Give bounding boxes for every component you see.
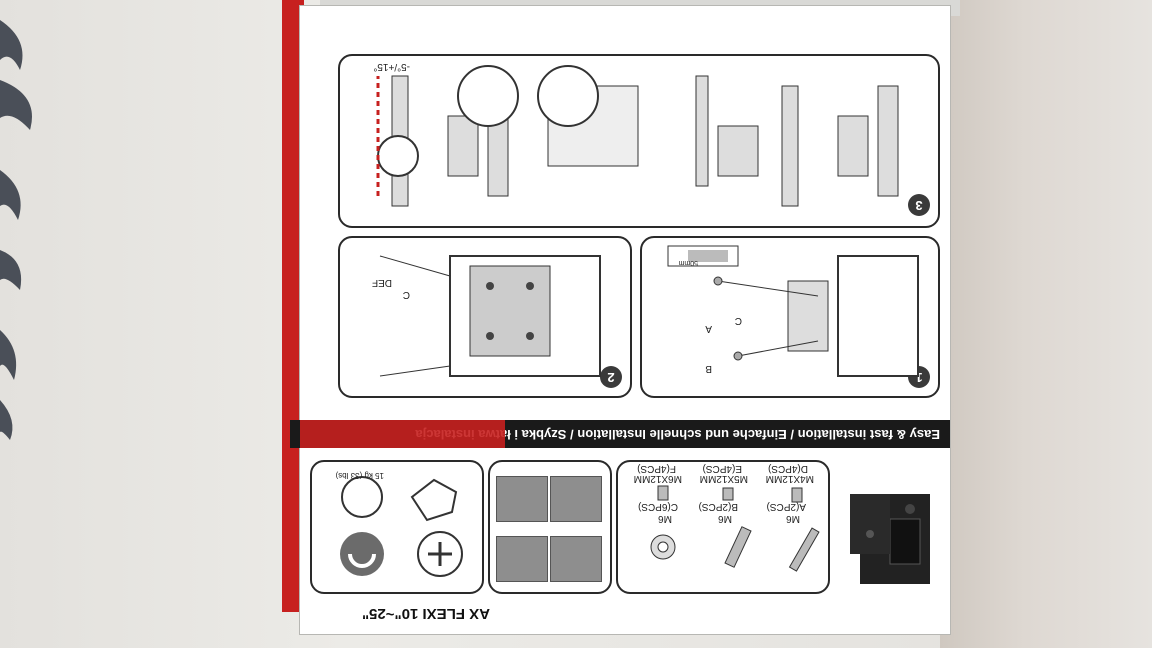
product-box: AX FLEXI 10"~25" M6 <box>290 6 950 634</box>
banner-sep-2: / <box>570 427 574 442</box>
step-3-panel: 3 -5°/+15° <box>338 54 940 228</box>
certification-icons <box>340 476 463 577</box>
hw-b-code: B(2PCS) <box>698 501 738 512</box>
hardware-drawings <box>650 485 820 572</box>
step-1-depth: 50mm <box>678 259 698 266</box>
step-3-angle-label: -5°/+15° <box>373 61 410 72</box>
screwdriver-icon <box>496 536 548 582</box>
banner-text-de: Einfache und schnelle Installation <box>577 427 787 442</box>
tools-panel <box>488 460 612 594</box>
hardware-panel: M6 A(2PCS) M6 B(2PCS) M6 C(6PCS) M4X12MM… <box>616 460 830 594</box>
hw-f-size: M6X12MM <box>633 473 682 484</box>
bracket-photo <box>850 494 930 584</box>
max-load-label: 15 kg (33 lbs) <box>335 471 384 480</box>
hammer-icon <box>550 476 602 522</box>
hw-e-code: E(4PCS) <box>702 463 742 474</box>
step-2-diagram <box>379 255 601 377</box>
step-1-panel: 1 B C A 50mm <box>640 236 940 398</box>
step-1-label-c: C <box>734 315 742 326</box>
hw-a-code: A(2PCS) <box>766 501 806 512</box>
plant-leaves <box>0 20 32 440</box>
step-1-diagram <box>667 245 919 377</box>
step-3-diagram <box>376 65 899 207</box>
hw-b-size: M6 <box>718 513 732 524</box>
hw-d-size: M4X12MM <box>765 473 814 484</box>
product-title: AX FLEXI 10"~25" <box>361 605 490 622</box>
box-red-side <box>282 0 304 612</box>
banner-sep-1: / <box>790 427 795 442</box>
background-shadow <box>940 0 1152 648</box>
step-1-label-a: A <box>705 323 712 334</box>
certification-panel: 15 kg (33 lbs) <box>310 460 484 594</box>
banner-red-accent <box>300 420 505 448</box>
drill-icon <box>550 536 602 582</box>
banner-text-en: Easy & fast installation <box>797 427 940 442</box>
hw-c-size: M6 <box>658 513 672 524</box>
step-2-label-c: C <box>402 289 410 300</box>
hw-c-code: C(6PCS) <box>637 501 678 512</box>
printed-artwork: AX FLEXI 10"~25" M6 <box>290 6 950 634</box>
hw-f-code: F(4PCS) <box>637 463 676 474</box>
step-2-label-def: DEF <box>372 277 392 288</box>
step-1-label-b: B <box>705 363 712 374</box>
hw-d-code: D(4PCS) <box>767 463 808 474</box>
hw-e-size: M5X12MM <box>699 473 748 484</box>
hw-a-size: M6 <box>786 513 800 524</box>
step-2-panel: 2 C DEF <box>338 236 632 398</box>
wrench-icon <box>496 476 548 522</box>
